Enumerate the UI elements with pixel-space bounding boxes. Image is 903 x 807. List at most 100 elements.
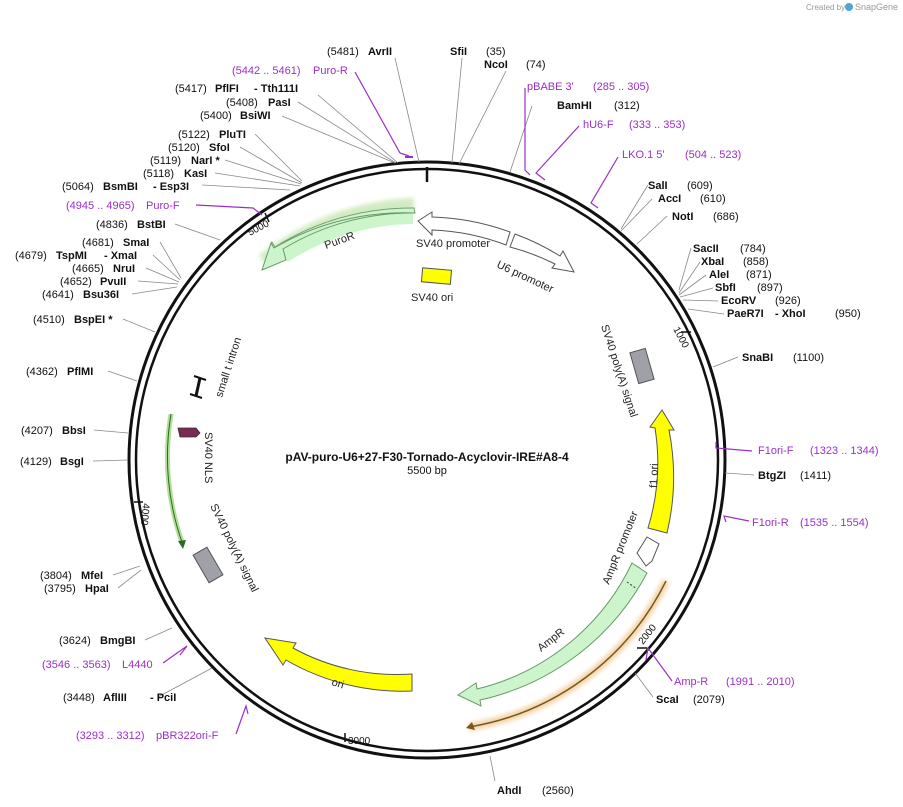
site-name: XbaI (701, 256, 724, 268)
site-name: BsmBI (103, 181, 138, 193)
site-name: SnaBI (742, 352, 773, 364)
site-pos: (3448) (63, 692, 95, 704)
site-pos: (871) (746, 269, 772, 281)
site-pos: (2560) (542, 785, 574, 797)
site-name: BmgBI (100, 635, 135, 647)
site-name: AvrII (368, 46, 392, 58)
primer-range: (1535 .. 1554) (800, 517, 869, 529)
site-name: PasI (268, 97, 291, 109)
site-name: AccI (658, 193, 681, 205)
primer-name: hU6-F (583, 119, 614, 131)
primer-name: F1ori-R (752, 517, 789, 529)
site-name: AhdI (497, 785, 521, 797)
site-name: BstBI (137, 219, 166, 231)
sv40-ori-feature: SV40 ori (411, 267, 453, 304)
site-name: ScaI (656, 694, 679, 706)
site-name: NruI (113, 263, 135, 275)
ori-feature: ori (263, 637, 413, 692)
plasmid-length: 5500 bp (407, 465, 447, 477)
primer-name: LKO.1 5' (622, 149, 664, 161)
small-t-intron-label: small t intron (213, 336, 244, 399)
site-pos: (4207) (21, 425, 53, 437)
site-name: BamHI (557, 100, 592, 112)
site-pos: (950) (835, 308, 861, 320)
site-pos: (926) (775, 295, 801, 307)
sv40-polya-left-feature: SV40 poly(A) signal (192, 502, 260, 594)
site-pos: (610) (700, 193, 726, 205)
primer-range: (4945 .. 4965) (66, 200, 135, 212)
site-name: PaeR7I (727, 308, 764, 320)
site-alt-name: - PciI (150, 692, 176, 704)
site-pos: (5120) (168, 142, 200, 154)
site-pos: (4641) (42, 289, 74, 301)
site-name: PvuII (100, 276, 126, 288)
site-pos: (4652) (60, 276, 92, 288)
site-pos: (312) (614, 100, 640, 112)
tick-4000: 4000 (138, 503, 151, 527)
site-pos: (3624) (59, 635, 91, 647)
site-name: BsiWI (240, 110, 271, 122)
site-name: NcoI (484, 59, 508, 71)
site-pos: (4681) (82, 237, 114, 249)
sv40-polya-left-label: SV40 poly(A) signal (207, 502, 260, 594)
f1-ori-label: f1 ori (648, 463, 661, 488)
sv40-nls-label: SV40 NLS (202, 432, 214, 483)
sv40-promoter-label: SV40 promoter (416, 238, 490, 250)
small-t-intron-feature: small t intron (189, 336, 244, 399)
site-name: MfeI (81, 570, 103, 582)
site-pos: (5122) (178, 129, 210, 141)
site-name: SacII (693, 243, 719, 255)
site-pos: (5408) (226, 97, 258, 109)
site-name: KasI (184, 168, 207, 180)
site-labels-left: (5481) AvrII (5417) PflFI - Tth111I (540… (15, 46, 392, 704)
site-leader-lines (92, 57, 755, 782)
site-pos: (5118) (143, 168, 174, 180)
left-green-arc (164, 413, 186, 549)
site-name: HpaI (85, 583, 109, 595)
site-pos: (3795) (44, 583, 76, 595)
site-name: BspEI * (74, 314, 113, 326)
coordinate-ticks: 1000 2000 3000 4000 5000 (134, 212, 691, 747)
u6-promoter-label: U6 promoter (495, 259, 556, 296)
primer-range: (3546 .. 3563) (42, 659, 111, 671)
site-pos: (74) (526, 59, 546, 71)
site-name: TspMI (56, 250, 87, 262)
site-pos: (4510) (33, 314, 65, 326)
snapgene-credit: Created by SnapGene (806, 2, 898, 12)
primer-range: (1323 .. 1344) (810, 445, 879, 457)
puror-feature: PuroR (258, 198, 416, 271)
tick-mark (264, 212, 270, 223)
primer-name: Puro-R (313, 65, 348, 77)
site-name: BsgI (60, 456, 84, 468)
ori-label: ori (330, 676, 345, 691)
sv40-polya-right-feature: SV40 poly(A) signal (598, 323, 655, 419)
plasmid-name: pAV-puro-U6+27-F30-Tornado-Acyclovir-IRE… (285, 450, 569, 464)
site-pos: (897) (757, 282, 783, 294)
site-alt-name: - XmaI (104, 250, 137, 262)
site-pos: (5417) (175, 83, 207, 95)
site-pos: (1411) (800, 470, 831, 482)
site-name: SfoI (209, 142, 230, 154)
site-name: SfiI (450, 46, 467, 58)
primer-range: (3293 .. 3312) (76, 730, 145, 742)
site-name: BtgZI (758, 470, 786, 482)
backbone (127, 160, 727, 760)
sv40-promoter-feature: SV40 promoter (416, 211, 511, 250)
primer-lines (162, 71, 753, 735)
site-name: SbfI (715, 282, 736, 294)
plasmid-title-block: pAV-puro-U6+27-F30-Tornado-Acyclovir-IRE… (285, 450, 569, 477)
site-pos: (3804) (40, 570, 72, 582)
site-pos: (5400) (200, 110, 232, 122)
site-pos: (4665) (72, 263, 104, 275)
site-pos: (4362) (26, 366, 58, 378)
primer-name: Amp-R (674, 676, 708, 688)
site-alt-name: - XhoI (775, 308, 806, 320)
site-name: PflMI (67, 366, 93, 378)
amp-r-primer-arc (466, 579, 670, 731)
credit-text: Created by (806, 3, 845, 12)
site-pos: (35) (486, 46, 506, 58)
site-name: PluTI (219, 129, 246, 141)
sv40-nls-feature: SV40 NLS (177, 427, 214, 483)
site-labels-right: SfiI (35) NcoI (74) BamHI (312) SalI (60… (450, 46, 861, 797)
